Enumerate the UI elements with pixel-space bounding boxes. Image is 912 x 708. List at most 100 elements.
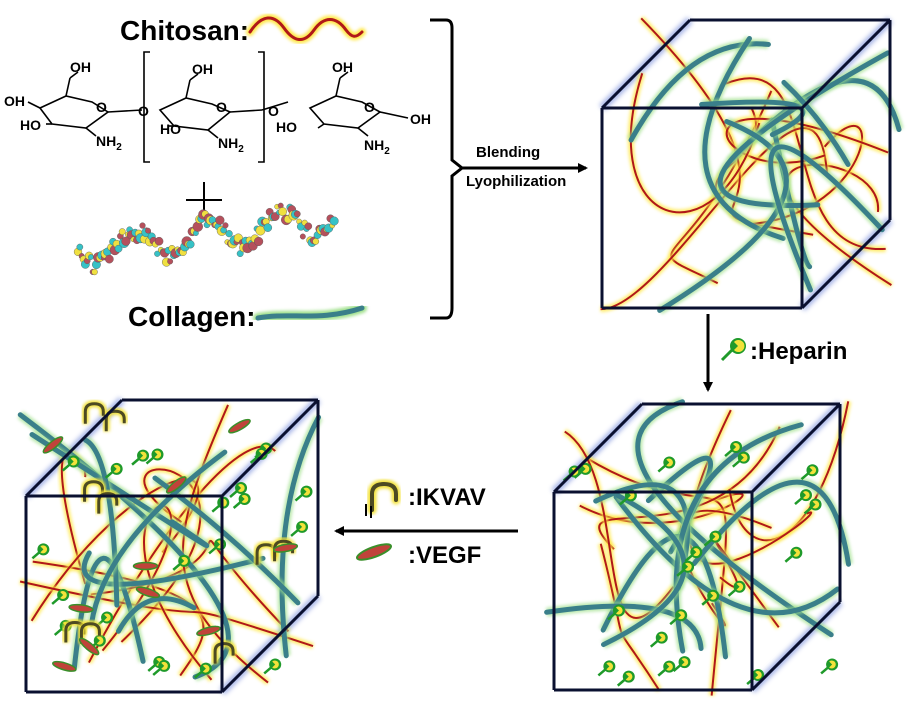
atom-o: O	[96, 99, 107, 115]
collagen-legend: Collagen:	[128, 301, 367, 332]
atom-ho: HO	[276, 119, 297, 135]
grouping-brace	[430, 18, 465, 320]
collagen-atom	[329, 216, 339, 226]
atom-oh: OH	[70, 59, 91, 75]
heparin-marker	[672, 656, 691, 673]
heparin-marker	[104, 462, 123, 479]
heparin-marker	[669, 609, 688, 626]
atom-o: O	[216, 99, 227, 115]
atom-nh2: NH2	[364, 137, 390, 157]
cube-heparin-scaffold	[544, 397, 853, 696]
collagen-atom	[222, 222, 229, 229]
heparin-marker	[51, 588, 70, 605]
ikvav-label: :IKVAV	[408, 484, 486, 511]
vegf-marker	[228, 418, 251, 434]
chitosan-fiber	[19, 580, 314, 648]
heparin-marker	[727, 580, 746, 597]
cube-functionalized-scaffold	[17, 396, 323, 696]
ikvav-marker	[81, 478, 107, 502]
heparin-marker	[232, 493, 251, 509]
collagen-atom	[154, 236, 164, 246]
heparin-icon	[720, 338, 746, 362]
collagen-atom	[91, 268, 98, 276]
collagen-fiber	[29, 432, 210, 549]
chitosan-fiber	[600, 126, 828, 311]
heparin-marker	[800, 464, 819, 481]
heparin-marker	[616, 670, 635, 687]
cube-edge	[750, 402, 842, 494]
heparin-marker	[172, 554, 191, 571]
collagen-atom	[299, 233, 306, 240]
heparin-marker	[684, 546, 703, 563]
collagen-molecule	[73, 202, 339, 276]
heparin-marker	[229, 481, 248, 498]
cube-edge	[800, 218, 892, 310]
chitosan-structure	[27, 51, 409, 163]
ikvav-icon	[365, 479, 401, 518]
heparin-marker	[676, 560, 695, 577]
atom-oh: OH	[332, 59, 353, 75]
heparin-marker	[573, 462, 592, 479]
atom-o-link: O	[268, 103, 279, 119]
heparin-marker	[31, 543, 50, 560]
collagen-atom	[104, 254, 114, 264]
collagen-atom	[263, 223, 273, 232]
heparin-marker	[152, 659, 171, 676]
collagen-atom	[278, 207, 287, 216]
collagen-fiber	[781, 79, 851, 167]
collagen-atom	[215, 215, 225, 225]
heparin-label: :Heparin	[750, 338, 847, 365]
heparin-marker	[607, 604, 625, 621]
vegf-marker	[52, 660, 77, 672]
chitosan-label: Chitosan:	[120, 15, 249, 46]
collagen-fiber	[699, 99, 806, 138]
chitosan-fiber	[630, 73, 761, 214]
heparin-marker	[803, 498, 822, 515]
vegf-marker	[272, 543, 299, 553]
collagen-atom	[154, 250, 161, 257]
collagen-atom	[121, 236, 131, 246]
heparin-marker	[701, 589, 720, 606]
heparin-arrow: :Heparin	[703, 314, 847, 392]
cube-edge	[220, 594, 320, 694]
collagen-fiber	[613, 494, 841, 616]
ikvav-marker	[77, 620, 103, 644]
vegf-marker	[165, 476, 187, 494]
heparin-marker	[657, 660, 676, 677]
atom-ho: HO	[160, 121, 181, 137]
cube-blended-scaffold	[598, 16, 904, 315]
cube-edge	[800, 18, 892, 110]
chitosan-swatch	[248, 16, 364, 41]
collagen-atom	[139, 222, 146, 229]
heparin-marker	[290, 520, 309, 537]
heparin-marker	[820, 658, 839, 675]
collagen-atom	[88, 254, 94, 260]
collagen-atom	[293, 210, 301, 218]
lyophilization-label: Lyophilization	[466, 173, 566, 190]
collagen-atom	[254, 236, 264, 247]
atom-oh: OH	[4, 93, 25, 109]
ikvav-marker	[95, 490, 121, 514]
blending-label: Blending	[476, 144, 540, 161]
collagen-fiber	[657, 119, 789, 313]
collagen-atom	[304, 222, 313, 230]
collagen-atom	[186, 240, 195, 249]
heparin-marker	[145, 448, 164, 465]
collagen-fiber	[673, 422, 804, 654]
collagen-atom	[118, 228, 126, 236]
collagen-fiber	[115, 596, 197, 634]
peptide-loading-arrow: :IKVAV :VEGF	[334, 479, 518, 569]
atom-o-link: O	[138, 103, 149, 119]
collagen-atom	[312, 238, 320, 245]
heparin-marker	[131, 449, 150, 466]
collagen-atom	[114, 244, 123, 253]
cube-edge	[750, 600, 842, 692]
collagen-atom	[225, 230, 233, 238]
ikvav-marker	[81, 400, 107, 424]
collagen-atom	[145, 227, 151, 234]
repeat-bracket-left	[143, 51, 150, 163]
heparin-marker	[194, 662, 212, 679]
blending-arrow: Blending Lyophilization	[462, 144, 588, 190]
collagen-fiber	[279, 414, 322, 659]
